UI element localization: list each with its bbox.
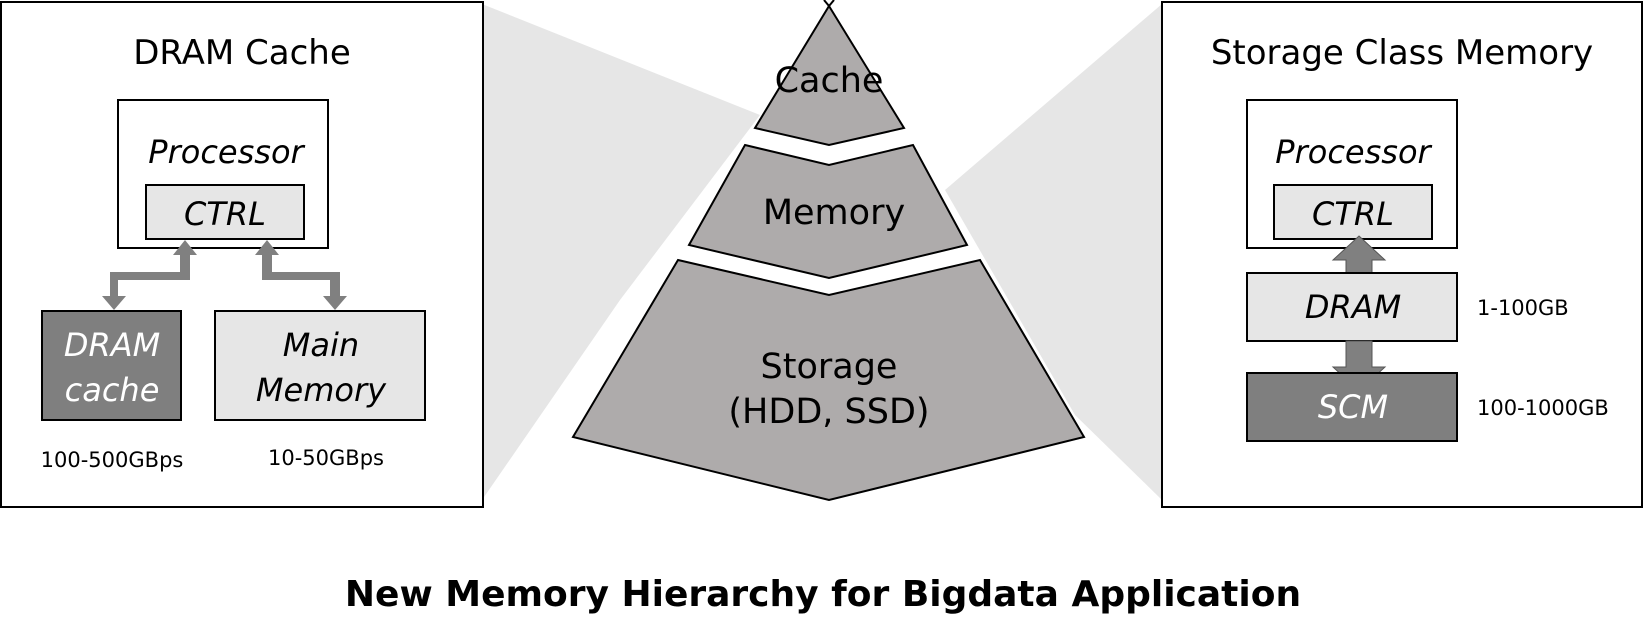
pyramid-storage-sublabel: (HDD, SSD)	[728, 392, 929, 432]
pyramid-cache-tier	[753, 4, 906, 147]
left-ctrl-box	[145, 184, 305, 240]
right-projection-wedge	[945, 4, 1162, 500]
pyramid-memory-tier	[687, 143, 969, 280]
pyramid-storage-label: Storage	[761, 347, 898, 387]
dram-label: DRAM	[1305, 288, 1401, 326]
scm-capacity: 100-1000GB	[1477, 396, 1609, 420]
main-memory-label-line1: Main	[283, 326, 359, 364]
left-processor-label: Processor	[148, 133, 305, 171]
dram-cache-label-line2: cache	[65, 371, 160, 409]
pyramid-storage-tier	[571, 258, 1086, 502]
right-processor-label: Processor	[1275, 133, 1432, 171]
storage-class-memory-panel: Storage Class Memory Processor CTRL DRAM…	[1161, 1, 1643, 508]
scm-label: SCM	[1318, 388, 1388, 426]
right-ctrl-box	[1273, 184, 1433, 240]
dram-cache-bandwidth: 100-500GBps	[41, 448, 184, 472]
dram-cache-panel: DRAM Cache Processor CTRL DRAM cache Mai…	[0, 1, 484, 508]
right-ctrl-label: CTRL	[1312, 195, 1394, 233]
dram-capacity: 1-100GB	[1477, 296, 1569, 320]
ctrl-dram-cache-arrow	[102, 240, 197, 310]
pyramid-cache-label: Cache	[775, 61, 884, 101]
dram-cache-panel-title: DRAM Cache	[133, 33, 351, 73]
left-projection-wedge	[482, 4, 760, 500]
dram-box	[1246, 272, 1458, 342]
pyramid-memory-label: Memory	[763, 193, 905, 233]
figure-caption: New Memory Hierarchy for Bigdata Applica…	[345, 574, 1301, 615]
ctrl-main-memory-arrow	[255, 240, 347, 310]
left-ctrl-label: CTRL	[184, 195, 266, 233]
scm-box	[1246, 372, 1458, 442]
main-memory-bandwidth: 10-50GBps	[268, 446, 384, 470]
dram-cache-box	[41, 310, 182, 421]
dram-cache-panel-frame	[0, 1, 484, 508]
main-memory-box	[214, 310, 426, 421]
scm-panel-title: Storage Class Memory	[1211, 33, 1593, 73]
pyramid: Cache Memory Storage (HDD, SSD)	[571, 0, 1086, 502]
dram-cache-label-line1: DRAM	[64, 326, 160, 364]
main-memory-label-line2: Memory	[256, 371, 387, 409]
